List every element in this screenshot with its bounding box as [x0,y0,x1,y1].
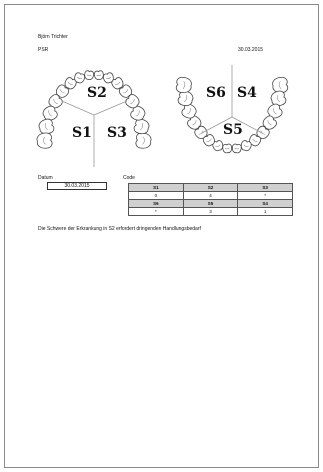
tooth-outline [176,77,192,93]
code-header-row: S1 S2 S3 [129,184,293,192]
code-value-cell: 0 [129,192,184,200]
tooth [222,144,232,153]
tooth [94,70,104,79]
patient-id: PSR [38,47,48,53]
code-value-cell: * [129,208,184,216]
segment-label-s3: S3 [107,125,127,141]
tooth-outline [232,144,242,153]
segment-label-s6: S6 [206,85,226,101]
tooth [133,118,150,136]
upper-jaw-chart: S2 S1 S3 [27,57,162,172]
tooth [136,132,152,148]
code-value-cell: 1 [238,208,293,216]
tooth [84,70,94,79]
tooth [36,132,52,148]
tooth [176,77,192,93]
code-value-row: 0 4 * [129,192,293,200]
code-value-row: * 3 1 [129,208,293,216]
code-value-cell: 4 [183,192,238,200]
tooth-outline [94,70,104,79]
lower-jaw-chart: S6 S4 S5 [167,57,297,169]
tooth-outline [133,118,150,136]
segment-divider [62,101,94,115]
upper-jaw-diagram [27,57,162,172]
segment-label-s1: S1 [72,125,92,141]
code-value-cell: * [238,192,293,200]
datum-label: Datum [38,175,53,181]
segment-divider [94,101,127,115]
assessment-note: Die Schwere der Erkrankung in S2 erforde… [38,226,201,232]
code-label: Code [123,175,135,181]
code-header-cell: S3 [238,184,293,192]
segment-label-s5: S5 [223,122,243,138]
code-header-row: S6 S5 S4 [129,200,293,208]
tooth-outline [84,70,94,79]
code-header-cell: S2 [183,184,238,192]
code-header-cell: S1 [129,184,184,192]
segment-label-s2: S2 [87,85,107,101]
report-page: Björn Trichter PSR 30.03.2015 S2 S1 S3 S… [4,4,319,468]
lower-jaw-diagram [167,57,297,169]
tooth-outline [222,144,232,153]
tooth-outline [36,132,52,148]
patient-name: Björn Trichter [38,34,68,40]
code-value-cell: 3 [183,208,238,216]
datum-field: 30.03.2015 [47,182,107,190]
code-header-cell: S5 [183,200,238,208]
code-header-cell: S4 [238,200,293,208]
report-date: 30.03.2015 [238,47,263,53]
tooth [232,144,242,153]
code-table: S1 S2 S3 0 4 * S6 S5 S4 * 3 1 [128,183,293,216]
code-header-cell: S6 [129,200,184,208]
tooth-outline [136,132,152,148]
segment-label-s4: S4 [237,85,257,101]
